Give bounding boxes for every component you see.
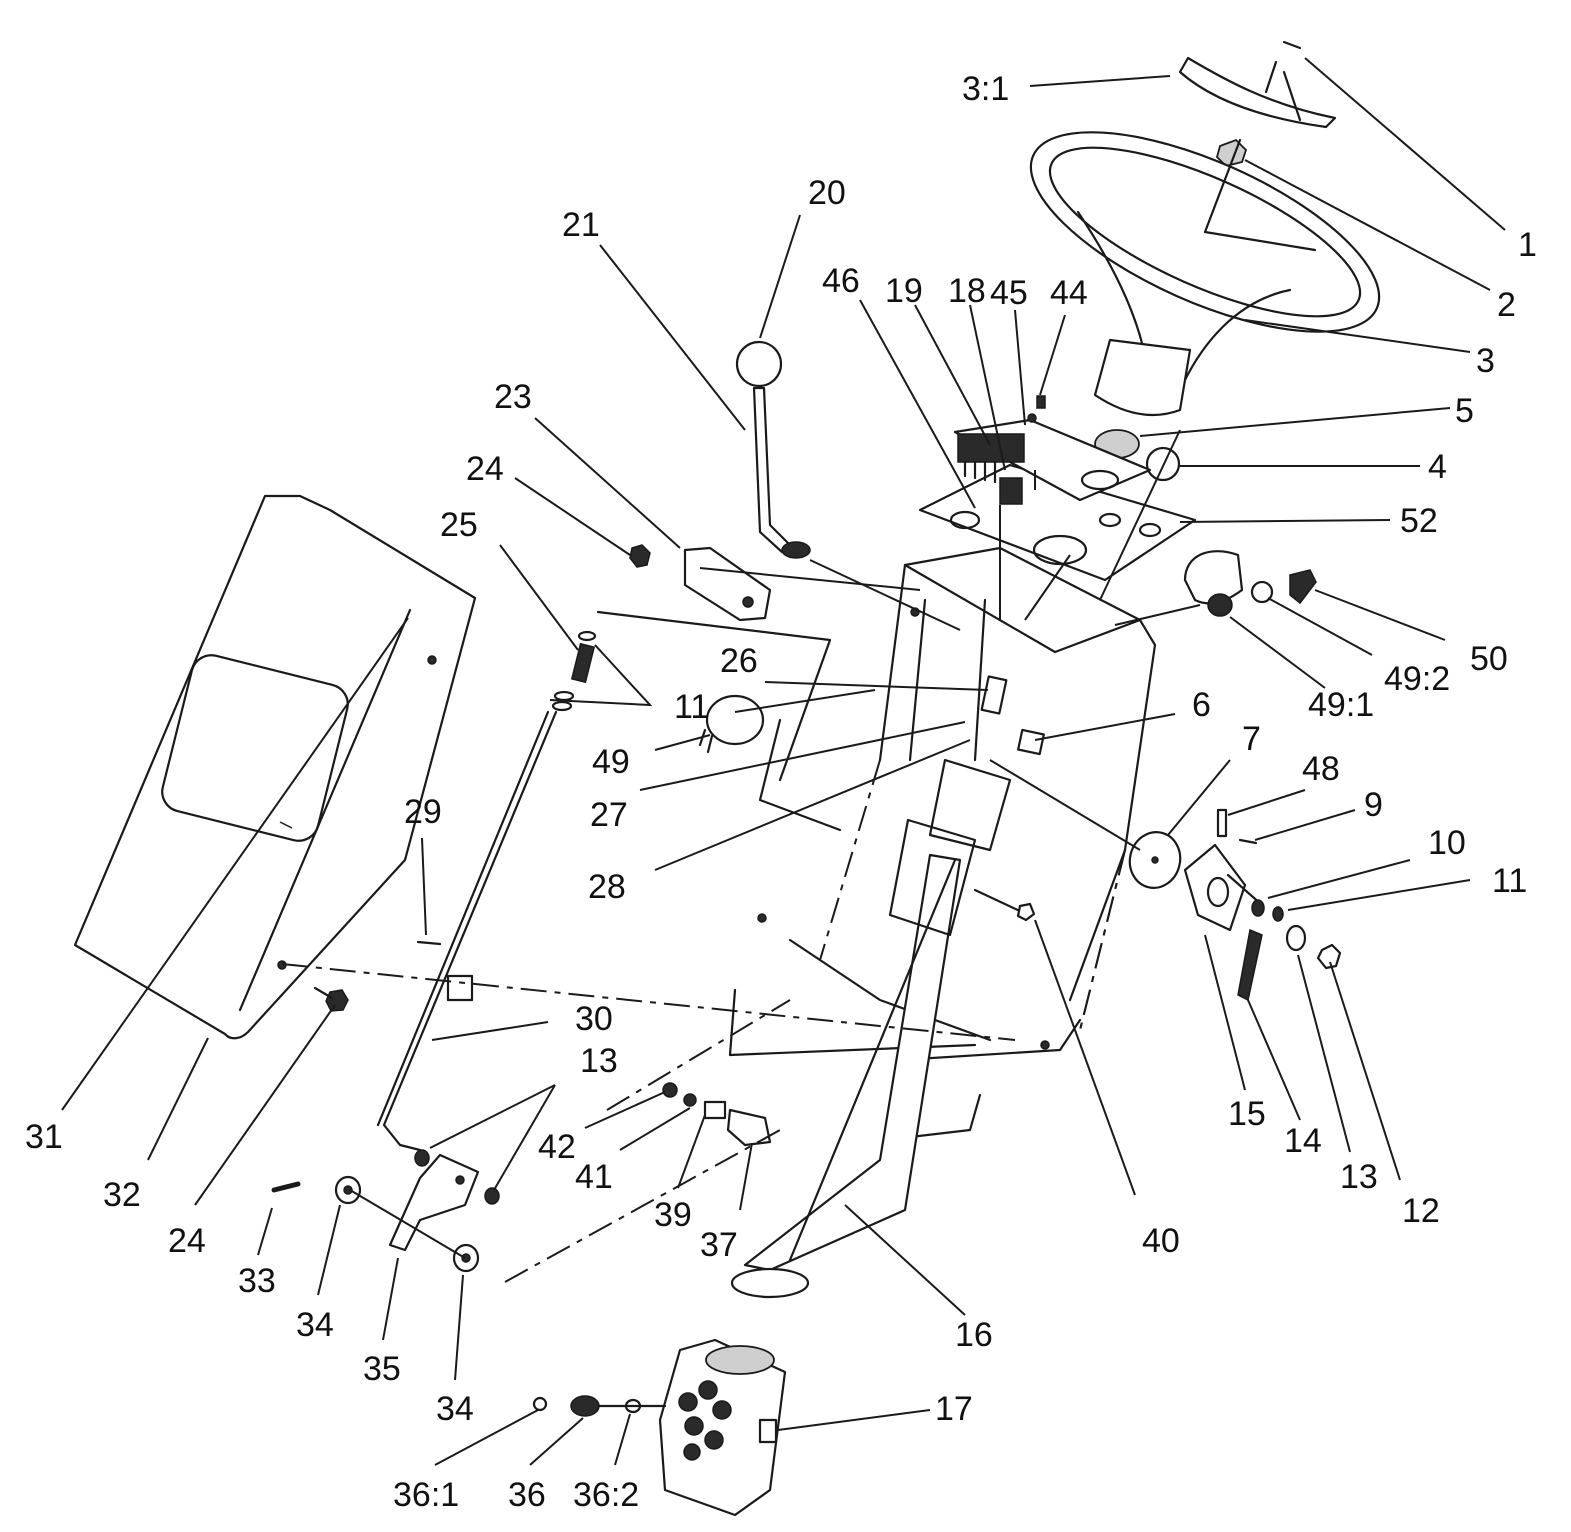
callout-3: 3	[1476, 342, 1495, 380]
callout-7: 7	[1242, 720, 1261, 758]
column-frame	[728, 546, 1157, 1142]
callout-46: 46	[822, 262, 860, 300]
callout-33: 33	[238, 1262, 276, 1300]
callout-labels: 3:1 1 2 3 20 21 46 19 18 45 44 5 4 52 23…	[25, 70, 1537, 1514]
callout-39: 39	[654, 1196, 692, 1234]
callout-35: 35	[363, 1350, 401, 1388]
callout-21: 21	[562, 206, 600, 244]
flange-15	[1183, 843, 1264, 932]
callout-20: 20	[808, 174, 846, 212]
washer-34a	[334, 1175, 362, 1205]
callout-3-1: 3:1	[962, 70, 1009, 108]
callout-15: 15	[1228, 1095, 1266, 1133]
washers	[1238, 838, 1342, 970]
callout-19: 19	[885, 272, 923, 310]
steering-valve	[658, 1338, 787, 1517]
steering-wheel-nut	[1215, 138, 1248, 167]
hour-meter	[698, 694, 765, 754]
callout-32: 32	[103, 1176, 141, 1214]
callout-41: 41	[575, 1158, 613, 1196]
steering-wheel	[1029, 131, 1381, 417]
mounting-plate	[918, 463, 1197, 582]
bracket-35	[388, 1149, 500, 1252]
screw-6	[1017, 728, 1045, 756]
callout-6: 6	[1192, 686, 1211, 724]
callout-49-2: 49:2	[1384, 660, 1450, 698]
callout-49: 49	[592, 743, 630, 781]
callout-30: 30	[575, 1000, 613, 1038]
bracket-23	[683, 546, 772, 622]
callout-45: 45	[990, 274, 1028, 312]
callout-12: 12	[1402, 1192, 1440, 1230]
callout-10: 10	[1428, 824, 1466, 862]
callout-13a: 13	[580, 1042, 618, 1080]
callout-50: 50	[1470, 640, 1508, 678]
callout-34a: 34	[296, 1306, 334, 1344]
callout-leaders	[61, 57, 1506, 1466]
callout-16: 16	[955, 1316, 993, 1354]
callout-9: 9	[1364, 786, 1383, 824]
fitting-36	[532, 1395, 667, 1417]
steering-wheel-cap	[1178, 40, 1337, 129]
callout-34b: 34	[436, 1390, 474, 1428]
screw-26	[980, 675, 1008, 715]
callout-23: 23	[494, 378, 532, 416]
callout-24b: 24	[168, 1222, 206, 1260]
key-switch-housing	[1183, 550, 1317, 617]
callout-2: 2	[1497, 286, 1516, 324]
callout-25: 25	[440, 506, 478, 544]
callout-36-2: 36:2	[573, 1476, 639, 1514]
callout-11b: 11	[1492, 862, 1527, 900]
callout-26: 26	[720, 642, 758, 680]
clip-30	[446, 974, 474, 1002]
callout-49-1: 49:1	[1308, 686, 1374, 724]
pin-48	[1216, 808, 1228, 838]
nut-24	[629, 544, 651, 568]
pin-33	[271, 1181, 301, 1193]
switch-37	[662, 1082, 772, 1147]
bolt-24b	[313, 986, 349, 1012]
callout-40: 40	[1142, 1222, 1180, 1260]
callout-31: 31	[25, 1118, 63, 1156]
gear-lever	[735, 340, 811, 559]
callout-29: 29	[404, 793, 442, 831]
callout-11a: 11	[674, 688, 709, 726]
callout-13b: 13	[1340, 1158, 1378, 1196]
bolt-40	[973, 888, 1036, 922]
callout-48: 48	[1302, 750, 1340, 788]
callout-17: 17	[935, 1390, 973, 1428]
callout-14: 14	[1284, 1122, 1322, 1160]
disc-7	[1128, 831, 1182, 889]
switch-block	[957, 433, 1025, 505]
callout-24a: 24	[466, 450, 504, 488]
callout-28: 28	[588, 868, 626, 906]
callout-18: 18	[948, 272, 986, 310]
callout-5: 5	[1455, 392, 1474, 430]
callout-27: 27	[590, 796, 628, 834]
callout-52: 52	[1400, 502, 1438, 540]
washer-34b	[452, 1243, 480, 1273]
callout-36: 36	[508, 1476, 546, 1514]
spring-14	[1237, 928, 1263, 1002]
screw-44	[1027, 395, 1046, 423]
cover-panel	[73, 494, 477, 1040]
throttle-cable	[376, 610, 832, 1152]
callout-37: 37	[700, 1226, 738, 1264]
steering-column-shaft	[730, 758, 1012, 1299]
callout-42: 42	[538, 1128, 576, 1166]
callout-36-1: 36:1	[393, 1476, 459, 1514]
pin-29	[416, 940, 442, 946]
assembly-lines	[281, 429, 1201, 1283]
callout-44: 44	[1050, 274, 1088, 312]
callout-4: 4	[1428, 448, 1447, 486]
callout-1: 1	[1518, 226, 1537, 264]
